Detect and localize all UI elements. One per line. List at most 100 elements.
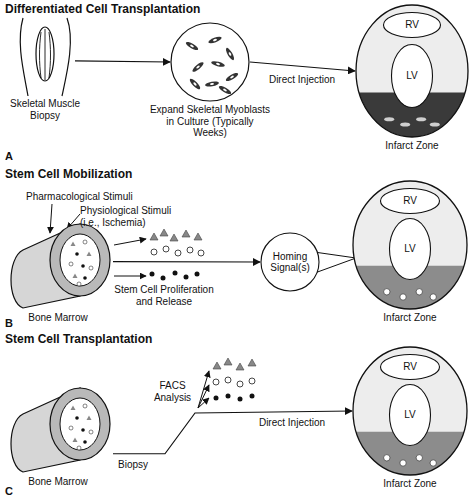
implanted-cell — [384, 117, 394, 121]
marrow-cell — [87, 252, 92, 257]
leg-outline — [20, 18, 28, 96]
marrow-cell — [77, 446, 81, 450]
cavity-outline — [390, 219, 431, 280]
process-label: FACS Analysis — [150, 380, 195, 403]
drawing-part — [150, 233, 158, 240]
panel-letter: A — [5, 150, 25, 163]
marrow-cell — [83, 404, 87, 408]
caption-label: Infarct Zone — [352, 478, 468, 490]
shape-label: RV — [380, 354, 440, 380]
panel-title: Stem Cell Mobilization — [5, 168, 325, 182]
homed-cell — [416, 455, 422, 461]
myoblast-cell — [185, 41, 199, 52]
drawing-part — [198, 250, 204, 256]
stimulus-label: Pharmacological Stimuli — [26, 191, 176, 203]
myoblast-cell — [205, 81, 220, 88]
shape-label: RV — [380, 188, 440, 214]
process-label: Biopsy — [118, 459, 168, 471]
sort-arrow — [198, 398, 209, 408]
connector-label: Direct Injection — [257, 74, 347, 86]
sort-arrow — [198, 385, 209, 408]
homed-cell — [400, 294, 406, 300]
marrow-cell — [83, 276, 87, 280]
marrow-cell — [89, 430, 93, 434]
heart-wall — [353, 181, 467, 309]
shape-label: Homing Signal(s) — [260, 232, 320, 292]
leg-outline — [15, 18, 75, 96]
bone-cortex — [50, 224, 110, 296]
caption-label: Bone Marrow — [23, 476, 93, 488]
marrow-cell — [77, 282, 81, 286]
ventricle-cavity: LV — [391, 44, 433, 108]
drawing-part — [225, 72, 239, 83]
muscle-fiber — [45, 29, 46, 80]
infarct-band — [353, 266, 467, 309]
drawing-part — [224, 358, 232, 365]
drawing-part — [196, 65, 200, 69]
release-arrow — [114, 276, 146, 277]
implanted-cell — [430, 123, 440, 127]
marrow-cell — [87, 416, 92, 421]
ventricle-cavity: RV — [383, 12, 441, 38]
caption-label: Bone Marrow — [23, 312, 93, 324]
marrow-cell — [89, 266, 93, 270]
arrow-connector — [113, 261, 260, 263]
drawing-part — [225, 377, 231, 383]
marrow-cell — [73, 274, 78, 279]
marrow-cell — [71, 242, 76, 247]
signal-bubble: Homing Signal(s) — [260, 232, 320, 292]
drawing-part — [210, 83, 214, 86]
caption-label: Infarct Zone — [352, 312, 468, 324]
panel-title: Stem Cell Transplantation — [5, 333, 325, 347]
ventricle-cavity: RV — [380, 188, 440, 214]
myoblast-cell — [225, 47, 236, 61]
marrow-cavity — [60, 398, 100, 450]
infarct-band — [356, 92, 468, 137]
shape-label: LV — [389, 218, 431, 280]
marrow-cell — [83, 240, 87, 244]
drawing-part — [250, 394, 255, 399]
heart-section: Infarct ZoneRVLV — [352, 346, 468, 476]
cavity-outline — [390, 385, 431, 446]
marrow-cell — [75, 416, 79, 420]
stem-cell-circles — [151, 246, 255, 387]
drawing-part — [184, 275, 189, 280]
drawing-part — [194, 233, 202, 240]
drawing-part — [163, 246, 169, 252]
myoblast-cell — [208, 35, 223, 44]
drawing-part — [191, 61, 205, 74]
homed-cell — [384, 289, 390, 295]
arrow-connector — [250, 62, 355, 71]
implanted-cell — [416, 117, 426, 121]
drawing-part — [214, 396, 219, 401]
dish-outline — [171, 23, 249, 101]
drawing-part — [208, 35, 223, 44]
drawing-part — [211, 60, 226, 68]
homed-cell — [430, 460, 436, 466]
drawing-part — [185, 41, 199, 52]
drawing-part — [225, 47, 236, 61]
cavity-outline — [381, 355, 440, 380]
cavity-outline — [381, 189, 440, 214]
ventricle-cavity: RV — [380, 354, 440, 380]
muscle-fiber — [49, 32, 51, 78]
homed-cell — [416, 289, 422, 295]
marrow-cell — [71, 406, 76, 411]
caption-label: Expand Skeletal Myoblasts in Culture (Ty… — [149, 104, 272, 139]
caption-label: Infarct Zone — [355, 140, 469, 152]
ventricle-cavity: LV — [389, 218, 431, 280]
implanted-cell — [400, 123, 410, 127]
cavity-outline — [392, 45, 433, 108]
marrow-cavity — [60, 234, 100, 286]
bone-marrow: Bone Marrow — [5, 222, 113, 310]
arrow-connector — [75, 61, 170, 62]
drawing-part — [248, 359, 256, 366]
drawing-part — [195, 272, 200, 277]
myoblast-cell — [218, 85, 232, 96]
myoblast-cell — [188, 77, 201, 90]
drawing-part — [205, 81, 220, 88]
drawing-part — [182, 230, 190, 237]
stimulus-label: Physiological Stimuli (i.e., Ischemia) — [80, 205, 180, 228]
marrow-cell — [81, 428, 85, 432]
drawing-part — [249, 378, 255, 384]
